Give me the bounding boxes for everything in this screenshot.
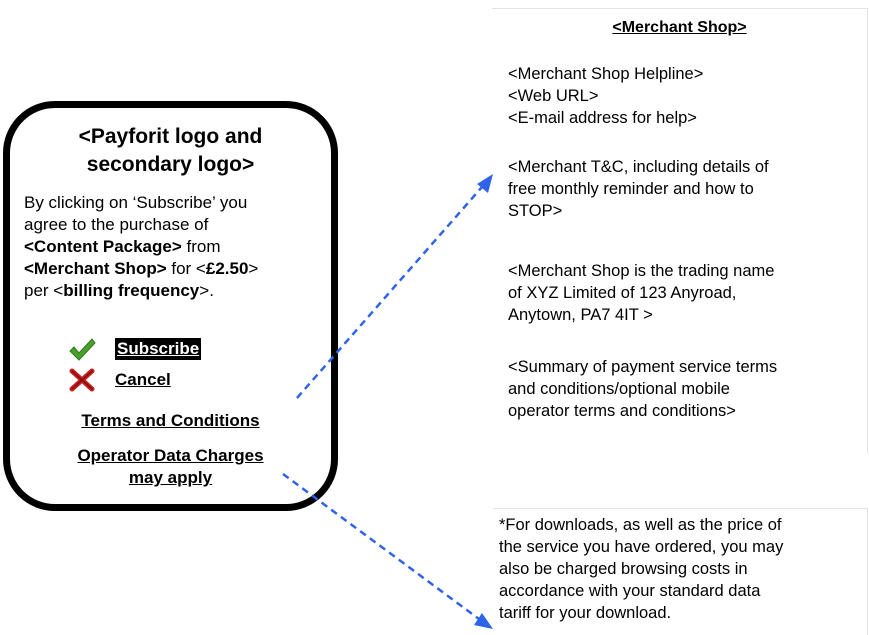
from-text: from [181, 237, 221, 256]
content-package-text: <Content Package> [24, 237, 182, 256]
note-line: accordance with your standard data [499, 582, 761, 600]
trading-line: Anytown, PA7 4IT > [508, 306, 653, 324]
description-line-3: <Content Package> from [24, 236, 334, 258]
price-text: £2.50 [205, 259, 249, 278]
data-charges-arrow-head [474, 613, 493, 629]
description-line-4: <Merchant Shop> for <£2.50> [24, 258, 334, 280]
logo-placeholder: <Payforit logo and secondary logo> [10, 123, 331, 179]
merchant-contact-block: <Merchant Shop Helpline> <Web URL> <E-ma… [508, 63, 863, 129]
data-charges-line-2: may apply [128, 468, 213, 487]
summary-line: operator terms and conditions> [508, 402, 736, 420]
summary-line: <Summary of payment service terms [508, 358, 778, 376]
subscribe-button[interactable]: Subscribe [68, 336, 202, 362]
tc-line: STOP> [508, 202, 563, 220]
summary-line: and conditions/optional mobile [508, 380, 730, 398]
trading-line: of XYZ Limited of 123 Anyroad, [508, 284, 737, 302]
description-line-1: By clicking on ‘Subscribe’ you [24, 193, 248, 212]
description-line-2: agree to the purchase of [24, 215, 209, 234]
tc-line: free monthly reminder and how to [508, 180, 754, 198]
cancel-label: Cancel [115, 370, 171, 389]
note-line: also be charged browsing costs in [499, 560, 748, 578]
description-line-5: per <billing frequency>. [24, 280, 334, 302]
per-text: per < [24, 281, 64, 300]
note-line: *For downloads, as well as the price of [499, 516, 782, 534]
trading-line: <Merchant Shop is the trading name [508, 262, 775, 280]
payment-screen-mockup: <Payforit logo and secondary logo> By cl… [3, 101, 338, 511]
merchant-tc-block: <Merchant T&C, including details of free… [508, 156, 863, 222]
purchase-description: By clicking on ‘Subscribe’ you agree to … [24, 192, 334, 302]
cancel-button[interactable]: Cancel [68, 367, 171, 393]
download-charges-note: *For downloads, as well as the price of … [493, 508, 868, 635]
billing-frequency-text: billing frequency [63, 281, 200, 300]
subscribe-label: Subscribe [115, 338, 202, 360]
for-text: for < [166, 259, 206, 278]
tc-line: <Merchant T&C, including details of [508, 158, 769, 176]
price-close-text: > [248, 259, 259, 278]
operator-data-charges-link[interactable]: Operator Data Charges may apply [10, 445, 331, 489]
helpline-text: <Merchant Shop Helpline> [508, 65, 704, 83]
terms-arrow-line [296, 186, 483, 399]
terms-arrow-head [477, 174, 493, 193]
web-url-text: <Web URL> [508, 87, 599, 105]
merchant-panel-title: <Merchant Shop> [612, 19, 747, 36]
merchant-shop-panel: <Merchant Shop> <Merchant Shop Helpline>… [492, 8, 868, 453]
data-charges-line-1: Operator Data Charges [77, 446, 264, 465]
email-text: <E-mail address for help> [508, 109, 697, 127]
logo-line-1: <Payforit logo and [78, 125, 263, 148]
logo-line-2: secondary logo> [86, 153, 255, 176]
merchant-shop-text: <Merchant Shop> [24, 259, 167, 278]
cross-icon [69, 368, 95, 392]
payment-terms-summary-block: <Summary of payment service terms and co… [508, 356, 863, 422]
note-line: the service you have ordered, you may [499, 538, 784, 556]
terms-and-conditions-link[interactable]: Terms and Conditions [81, 411, 260, 430]
checkmark-icon [69, 338, 96, 361]
note-line: tariff for your download. [499, 604, 672, 622]
end-text: >. [199, 281, 214, 300]
trading-name-block: <Merchant Shop is the trading name of XY… [508, 260, 863, 326]
data-charges-arrow-line [282, 472, 480, 621]
